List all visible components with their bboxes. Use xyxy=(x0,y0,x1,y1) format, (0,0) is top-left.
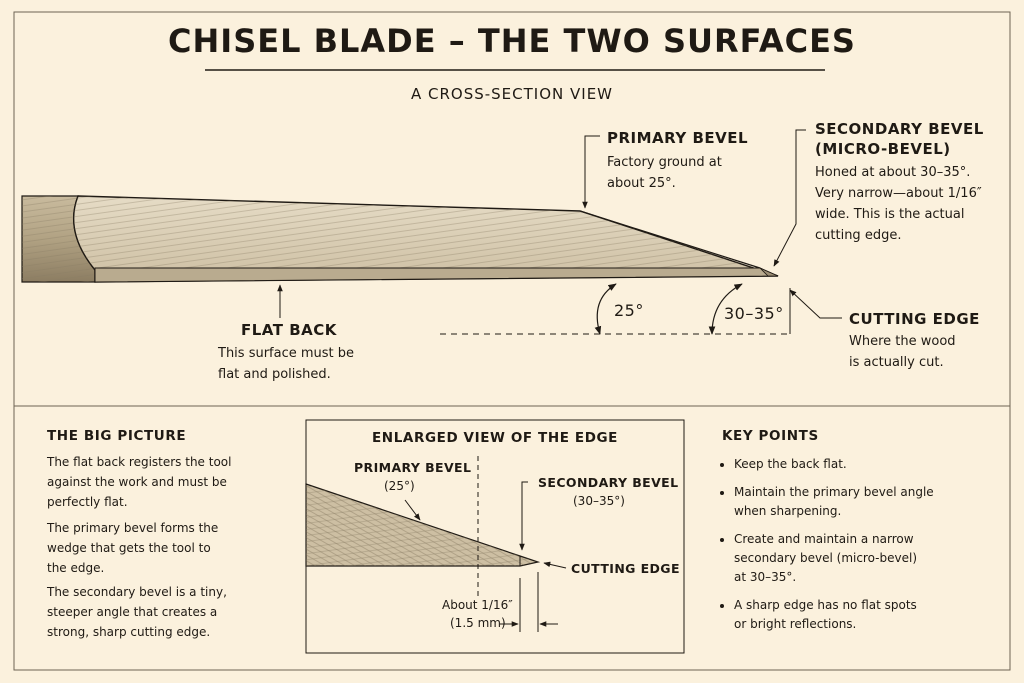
enlarged-heading: ENLARGED VIEW OF THE EDGE xyxy=(371,430,619,446)
enlarged-leader-edge xyxy=(543,561,567,569)
enlarged-leader-primary xyxy=(404,499,421,521)
secondary-bevel-desc: Honed at about 30–35°. Very narrow—about… xyxy=(815,165,982,243)
leader-cutting-edge xyxy=(789,289,842,319)
enlarged-width-metric: (1.5 mm) xyxy=(450,616,506,630)
big-picture-paragraph-1: The flat back registers the tool against… xyxy=(47,455,232,509)
key-points-list: Keep the back flat. Maintain the primary… xyxy=(720,455,1004,643)
enlarged-cutting-edge-label: CUTTING EDGE xyxy=(571,561,680,576)
cutting-edge-label: CUTTING EDGE xyxy=(849,310,980,328)
big-picture-paragraph-3: The secondary bevel is a tiny, steeper a… xyxy=(47,585,227,639)
secondary-bevel-tip xyxy=(759,267,779,277)
enlarged-primary-label: PRIMARY BEVEL xyxy=(354,460,472,475)
enlarged-secondary-angle: (30–35°) xyxy=(573,494,625,508)
key-point-item: Keep the back flat. xyxy=(734,455,1004,474)
big-picture-paragraph-2: The primary bevel forms the wedge that g… xyxy=(47,521,219,575)
cutting-edge-desc: Where the wood is actually cut. xyxy=(849,334,956,370)
leader-secondary-bevel xyxy=(773,129,806,267)
primary-angle-label: 25° xyxy=(614,301,644,320)
secondary-bevel-label: SECONDARY BEVEL (MICRO-BEVEL) xyxy=(815,120,984,158)
angle-arc-secondary xyxy=(708,283,743,335)
enlarged-primary-angle: (25°) xyxy=(384,479,415,493)
key-point-item: Create and maintain a narrow secondary b… xyxy=(734,530,1004,587)
primary-bevel-label: PRIMARY BEVEL xyxy=(607,129,749,147)
big-picture-heading: THE BIG PICTURE xyxy=(47,428,187,444)
enlarged-leader-secondary xyxy=(519,481,528,551)
key-point-item: A sharp edge has no flat spots or bright… xyxy=(734,596,1004,634)
page-subtitle: A CROSS-SECTION VIEW xyxy=(410,85,614,103)
outer-frame xyxy=(13,11,1011,671)
leader-primary-bevel xyxy=(582,135,600,209)
secondary-angle-label: 30–35° xyxy=(724,304,784,323)
key-point-item: Maintain the primary bevel angle when sh… xyxy=(734,483,1004,521)
primary-bevel-desc: Factory ground at about 25°. xyxy=(607,155,722,191)
primary-bevel-line xyxy=(579,210,761,269)
key-points-heading: KEY POINTS xyxy=(722,428,819,444)
flat-back-face xyxy=(94,267,779,283)
flat-back-label: FLAT BACK xyxy=(241,321,337,339)
angle-arc-primary xyxy=(594,283,617,335)
enlarged-secondary-label: SECONDARY BEVEL xyxy=(538,475,679,490)
page-title: CHISEL BLADE – THE TWO SURFACES xyxy=(168,22,856,60)
enlarged-width-label: About 1/16″ xyxy=(442,598,513,612)
flat-back-desc: This surface must be flat and polished. xyxy=(218,346,355,382)
